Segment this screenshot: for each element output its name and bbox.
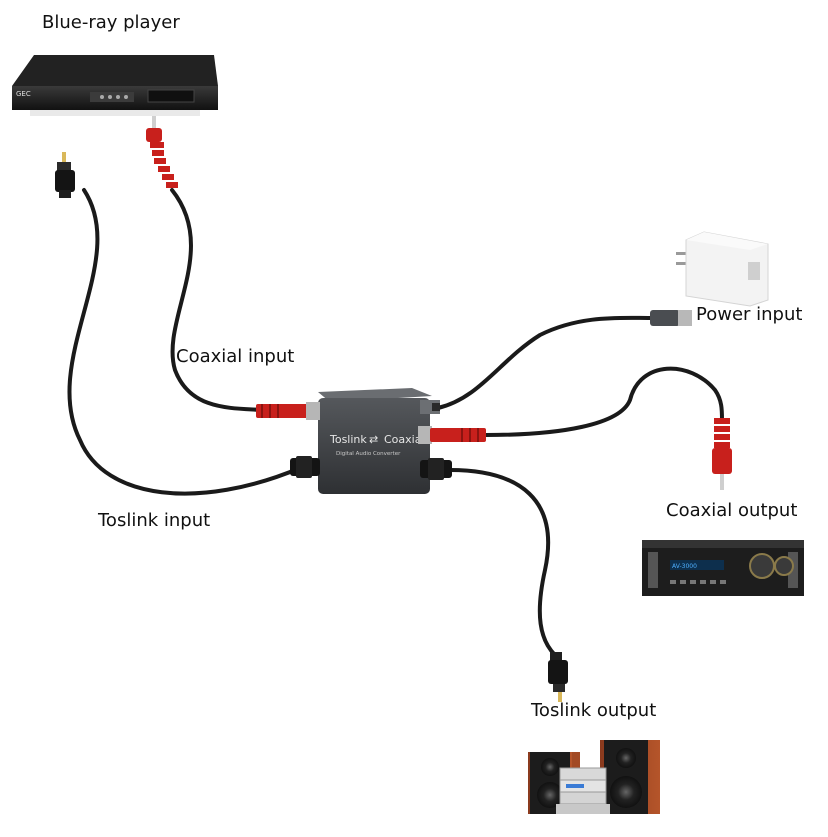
converter-title-left: Toslink	[329, 433, 367, 446]
amplifier: AV-3000	[642, 540, 804, 596]
converter-arrows-icon: ⇄	[369, 433, 378, 446]
converter-subtitle: Digital Audio Converter	[336, 451, 401, 457]
toslink-input-plug	[55, 152, 75, 198]
label-toslink-output: Toslink output	[531, 700, 657, 721]
amplifier-display-text: AV-3000	[672, 563, 697, 570]
toslink-input-cable	[67, 188, 302, 496]
label-coaxial-input: Coaxial input	[176, 346, 295, 367]
toslink-input-connector	[290, 456, 320, 478]
stereo-speakers	[528, 740, 660, 814]
coaxial-input-connector	[256, 402, 320, 420]
coaxial-output-cable	[484, 366, 724, 437]
label-coaxial-output: Coaxial output	[666, 500, 798, 521]
label-power-input: Power input	[696, 304, 803, 325]
coaxial-input-cable	[170, 188, 264, 412]
bluray-player: GEC	[12, 55, 218, 116]
usb-plug	[650, 310, 692, 326]
usb-power-adapter	[676, 231, 769, 307]
converter-box: Toslink ⇄ Coaxial Digital Audio Converte…	[318, 388, 432, 494]
label-toslink-input: Toslink input	[98, 510, 211, 531]
bluray-brand-logo: GEC	[16, 90, 31, 98]
toslink-output-connector	[420, 458, 452, 480]
rca-input-plug	[146, 116, 178, 188]
coaxial-output-connector	[418, 426, 486, 444]
power-input-cable	[436, 315, 652, 410]
label-bluray-player: Blue-ray player	[42, 12, 180, 33]
converter-title-right: Coaxial	[384, 433, 425, 446]
rca-output-plug	[712, 418, 732, 490]
usb-power-connector	[420, 400, 440, 414]
toslink-output-plug	[548, 652, 568, 702]
toslink-output-cable	[448, 468, 557, 657]
